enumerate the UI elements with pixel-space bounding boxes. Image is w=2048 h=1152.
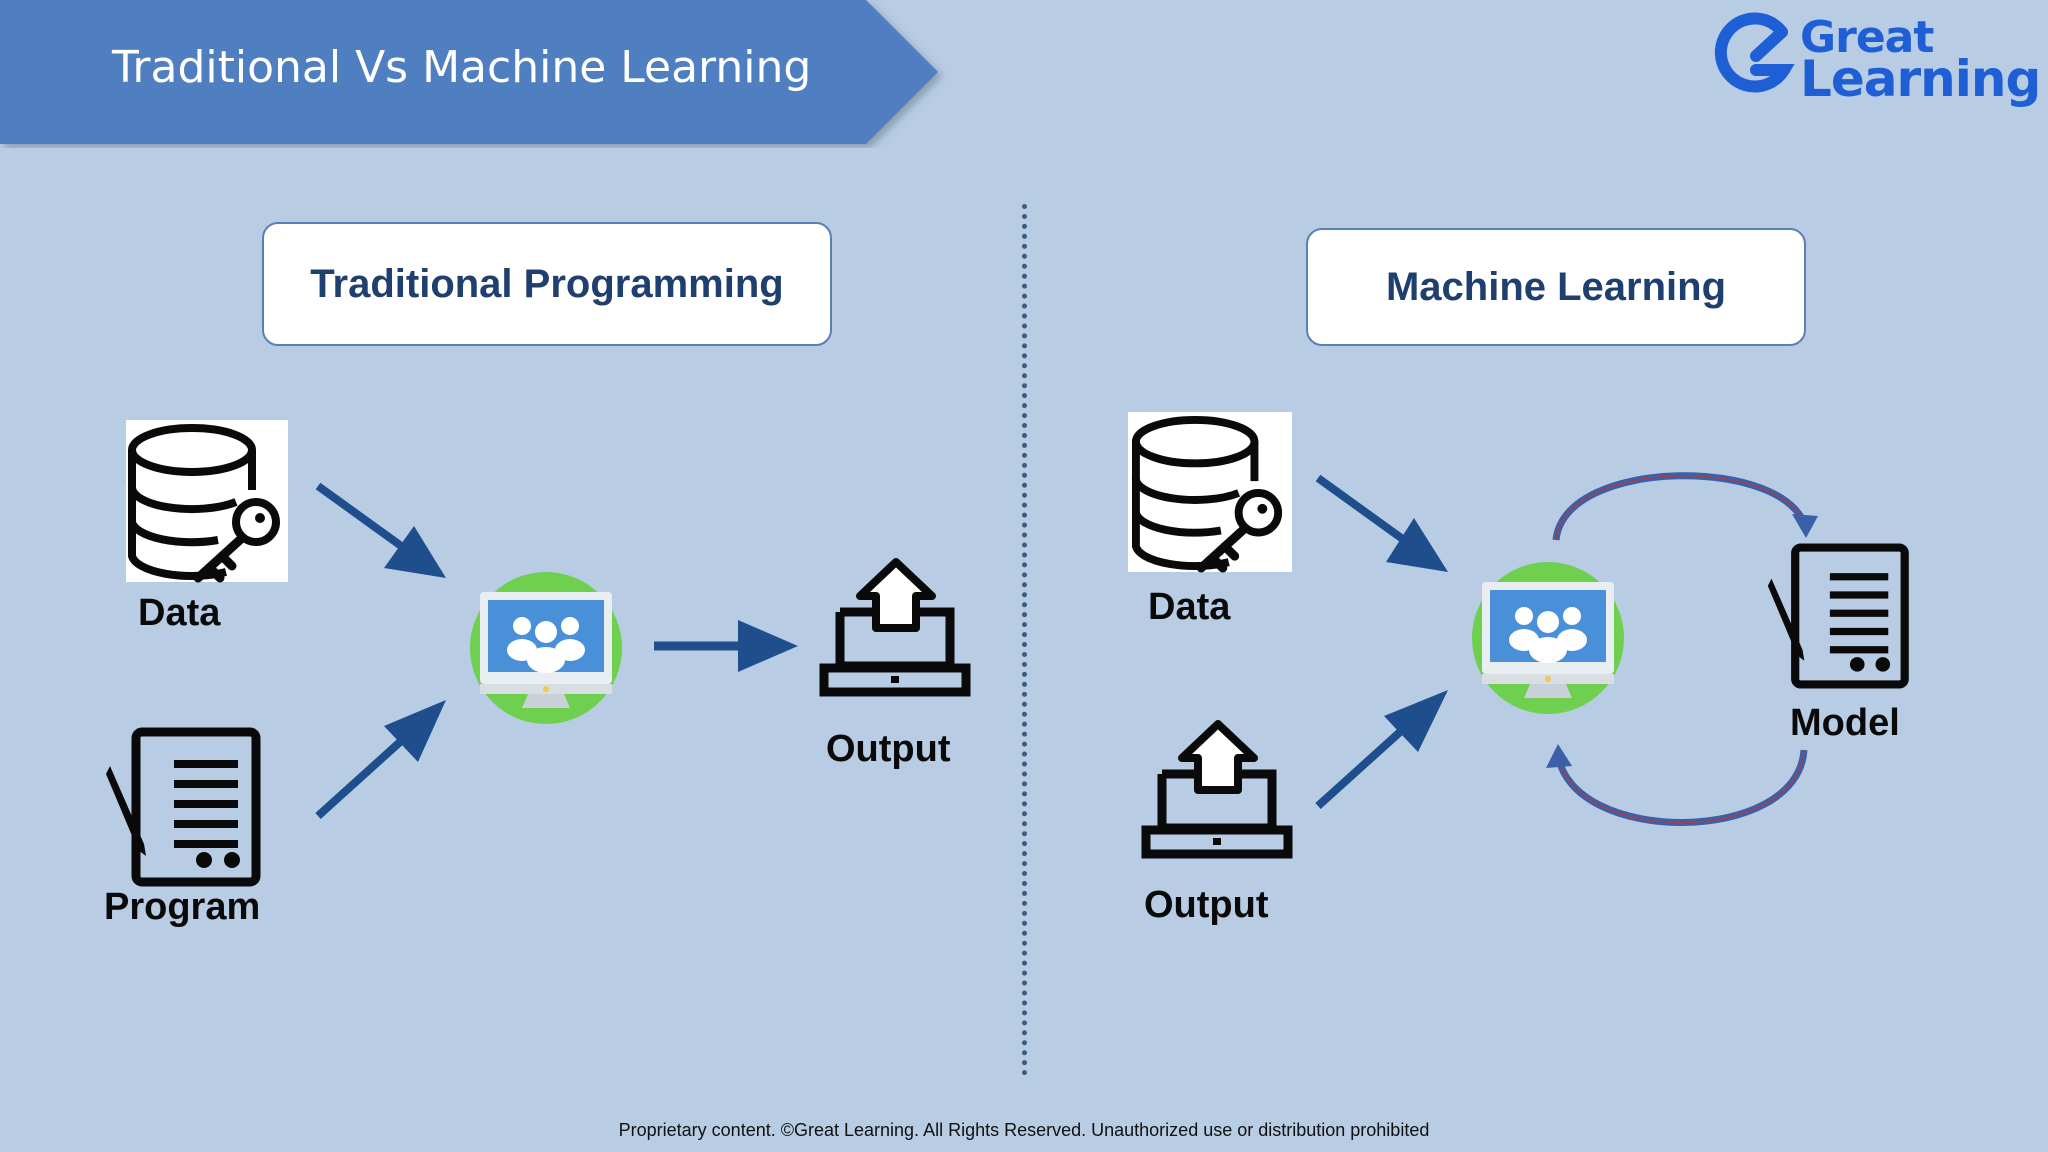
traditional-programming-title: Traditional Programming — [310, 261, 784, 306]
model-label: Model — [1790, 702, 1900, 744]
traditional-programming-title-box: Traditional Programming — [262, 222, 832, 346]
logo-g-icon — [1714, 12, 1795, 93]
computer-users-icon-right — [1472, 562, 1624, 714]
title-banner — [0, 0, 938, 144]
arrow-computer-to-output-left — [654, 620, 798, 672]
section-divider — [1022, 204, 1027, 1076]
database-key-icon — [126, 420, 288, 583]
arrow-output-to-computer-right — [1315, 690, 1448, 809]
machine-learning-title-box: Machine Learning — [1306, 228, 1806, 346]
right-data-label: Data — [1148, 586, 1231, 628]
footer-copyright: Proprietary content. ©Great Learning. Al… — [618, 1120, 1430, 1140]
logo-word-great: Great — [1800, 12, 1934, 63]
output-upload-icon-right — [1141, 720, 1293, 859]
model-document-icon — [1767, 543, 1909, 689]
right-output-label: Output — [1144, 884, 1269, 926]
arrow-program-to-computer-left — [315, 700, 446, 819]
output-upload-icon-left — [819, 558, 971, 697]
arrow-data-to-computer-right — [1315, 474, 1448, 572]
left-output-label: Output — [826, 728, 951, 770]
database-key-icon-right — [1128, 412, 1292, 573]
great-learning-logo: Great Learning — [1714, 10, 2041, 110]
page-title: Traditional Vs Machine Learning — [112, 42, 812, 93]
curved-arrow-model-to-computer — [1546, 744, 1808, 826]
machine-learning-title: Machine Learning — [1385, 264, 1727, 309]
logo-word-learning: Learning — [1800, 50, 2041, 108]
computer-users-icon-left — [470, 572, 622, 724]
arrow-data-to-computer-left — [315, 482, 446, 578]
left-program-label: Program — [104, 886, 261, 928]
left-data-label: Data — [138, 592, 221, 634]
program-document-icon — [106, 727, 261, 887]
curved-arrow-computer-to-model — [1552, 472, 1818, 541]
